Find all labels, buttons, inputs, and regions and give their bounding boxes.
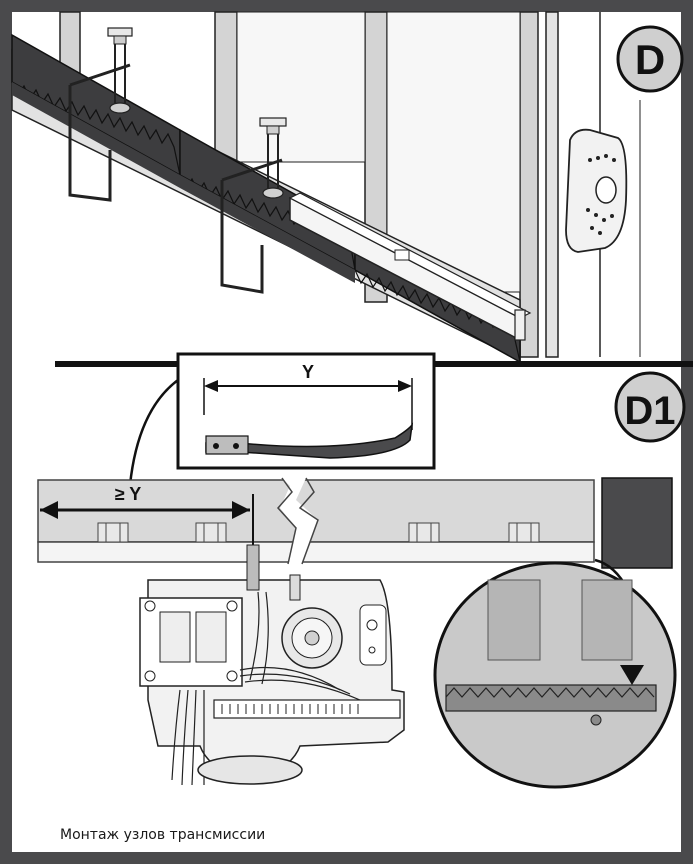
- rack-spring-inset: Y: [128, 352, 436, 486]
- clamp-left: [68, 27, 133, 202]
- motor-unit: [139, 544, 405, 786]
- rack-end-block: [601, 477, 673, 569]
- panel-d-badge: D: [616, 25, 684, 93]
- panel-d-scene: [11, 11, 641, 364]
- caption-text: Монтаж узлов трансмиссии: [60, 827, 265, 843]
- panel-d1-badge: D1: [614, 371, 686, 443]
- panel-d1-label: D1: [624, 389, 675, 433]
- rack-dimension-label: ≥ Y: [115, 484, 142, 504]
- rack-detail-magnifier: [433, 558, 677, 789]
- photocell-device: [565, 128, 628, 253]
- panel-d-label: D: [635, 36, 665, 83]
- inset-dimension-label: Y: [302, 362, 314, 382]
- clamp-right: [220, 117, 287, 294]
- rack-bar: [37, 477, 595, 565]
